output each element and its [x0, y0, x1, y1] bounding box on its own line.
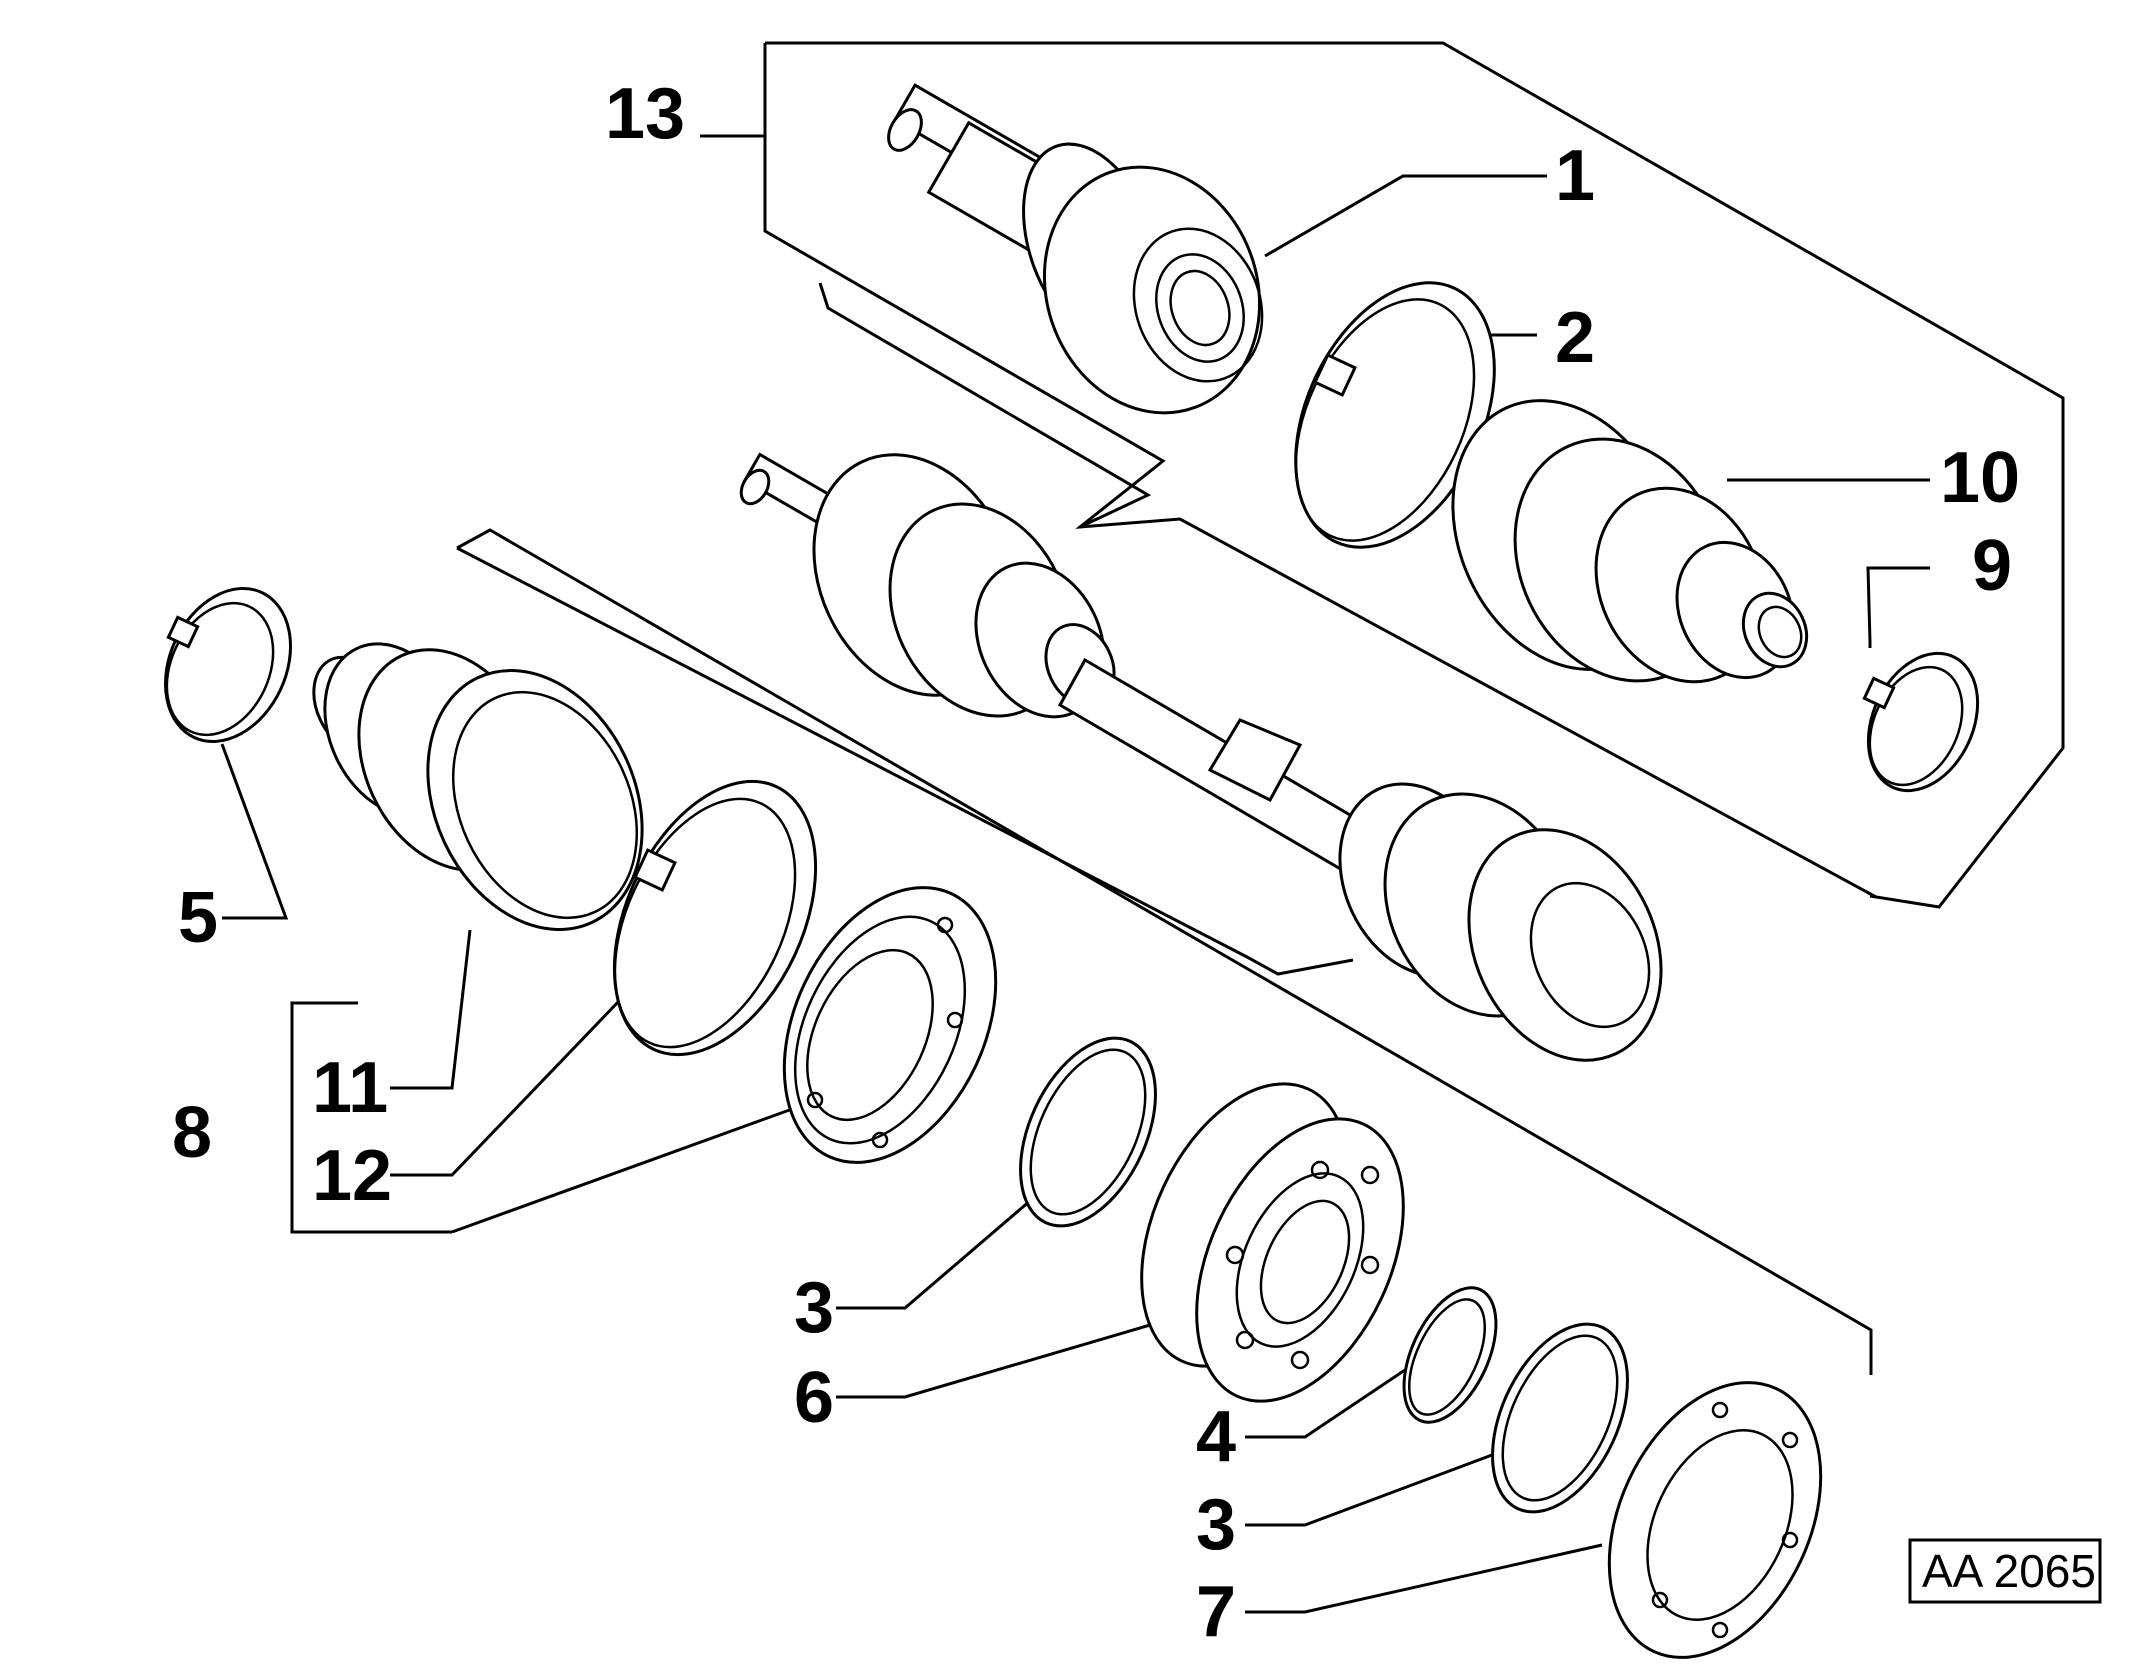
leader-5 [220, 743, 289, 920]
part-3-gasket-upper [1019, 1036, 1157, 1228]
drive-shaft-assembly [739, 452, 1663, 1062]
leader-7 [1245, 1543, 1603, 1614]
callout-4: 4 [1196, 1397, 1236, 1477]
bracket-group-13-lower [763, 43, 1877, 899]
callout-2: 2 [1555, 298, 1595, 378]
reference-box [1908, 1538, 2102, 1604]
leader-12 [390, 998, 622, 1177]
callout-6: 6 [794, 1358, 834, 1438]
part-10-boot [1451, 399, 1809, 684]
part-2-clamp [1294, 281, 1496, 549]
bracket-group-13 [765, 41, 2065, 909]
leader-11 [390, 929, 472, 1090]
part-9-small-clamp [1862, 651, 1980, 793]
leader-6 [836, 1321, 1158, 1399]
leader-3a [836, 1186, 1046, 1310]
bracket-group-8-left [456, 546, 1354, 976]
callout-11: 11 [312, 1048, 388, 1128]
part-6-inner-joint [1140, 1082, 1405, 1403]
part-8-flange-cover [782, 886, 998, 1164]
bracket-group-8 [456, 528, 1873, 1375]
callout-7: 7 [1196, 1572, 1236, 1652]
callout-3-upper: 3 [794, 1268, 834, 1348]
callout-10: 10 [1940, 438, 2020, 518]
part-7-cap [1607, 1381, 1823, 1659]
leader-9 [1866, 566, 1930, 648]
callout-1: 1 [1555, 136, 1595, 216]
part-3-gasket-lower [1491, 1322, 1629, 1514]
callout-8: 8 [172, 1093, 212, 1173]
part-1-cv-joint [887, 83, 1264, 415]
callout-9: 9 [1972, 526, 2012, 606]
callout-12: 12 [312, 1136, 392, 1216]
part-12-clamp [612, 779, 818, 1057]
leader-8-part [451, 1106, 796, 1234]
callout-13: 13 [605, 74, 685, 154]
part-11-boot [312, 642, 644, 931]
leader-4 [1245, 1368, 1406, 1439]
callout-5: 5 [178, 878, 218, 958]
bracket-8 [290, 1001, 452, 1234]
leader-3b [1245, 1453, 1493, 1527]
reference-code: AA 2065 [1922, 1545, 2096, 1597]
callout-3-lower: 3 [1196, 1485, 1236, 1565]
part-4-circlip [1402, 1286, 1498, 1424]
part-5-clamp [164, 586, 292, 744]
leader-1 [1264, 174, 1547, 258]
bracket-inner-top [818, 282, 1152, 529]
